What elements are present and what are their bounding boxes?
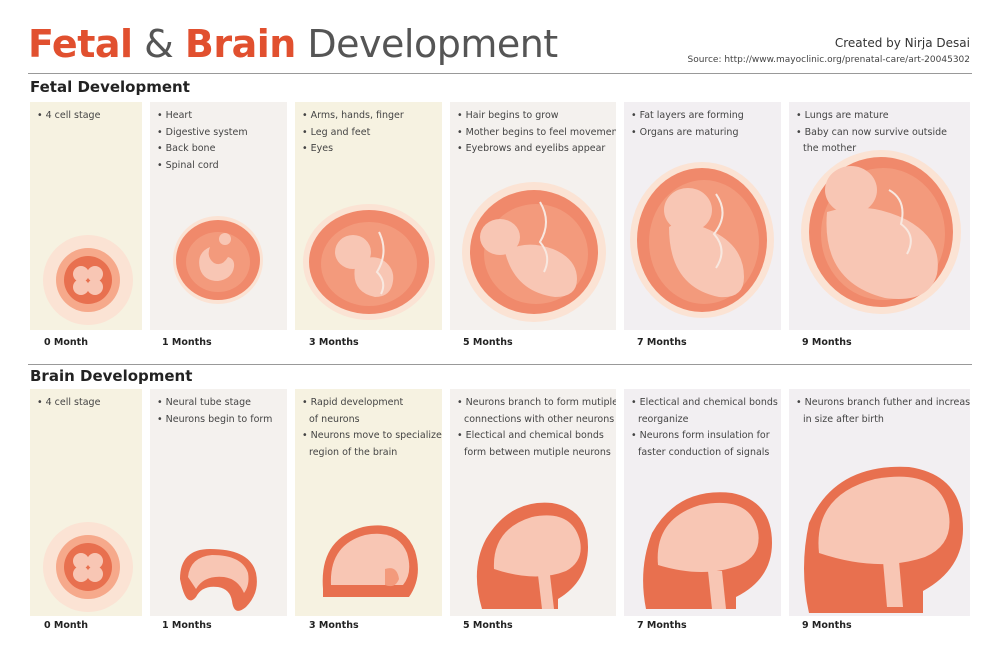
brain-label-4: 7 Months [637, 620, 687, 631]
fetal-panel-1: • Heart • Digestive system • Back bone •… [150, 102, 287, 330]
fetal-bullets-2: • Arms, hands, finger • Leg and feet • E… [302, 110, 404, 154]
brain-panel-2: • Rapid development of neurons • Neurons… [295, 389, 442, 616]
brain-7-months-illustration [643, 492, 772, 609]
brain-label-3: 5 Months [463, 620, 513, 631]
middle-rule [28, 364, 972, 365]
fetal-label-3: 5 Months [463, 337, 513, 348]
fetal-panel-3: • Hair begins to grow • Mother begins to… [450, 102, 616, 330]
brain-bullets-3: • Neurons branch to form mutiple connect… [457, 397, 616, 458]
brain-cell-cluster-illustration [43, 522, 133, 612]
fetal-label-2: 3 Months [309, 337, 359, 348]
brain-3-months-illustration [322, 525, 418, 597]
brain-bullets-4: • Electical and chemical bonds reorganiz… [631, 397, 778, 458]
page-title: Fetal & Brain Development [28, 22, 558, 66]
fetal-panel-0: • 4 cell stage [30, 102, 142, 330]
fetal-panel-2: • Arms, hands, finger • Leg and feet • E… [295, 102, 442, 330]
brain-bullets-2: • Rapid development of neurons • Neurons… [302, 397, 442, 458]
fetus-7-months-illustration [630, 162, 774, 318]
brain-panel-4: • Electical and chemical bonds reorganiz… [624, 389, 781, 616]
brain-label-5: 9 Months [802, 620, 852, 631]
brain-label-1: 1 Months [162, 620, 212, 631]
credit-text: Created by Nirja Desai [834, 36, 970, 50]
fetal-label-0: 0 Month [44, 337, 88, 348]
title-ampersand: & [144, 22, 174, 66]
brain-bullets-1: • Neural tube stage • Neurons begin to f… [157, 397, 273, 425]
source-text: Source: http://www.mayoclinic.org/prenat… [687, 55, 970, 65]
neural-tube-illustration [180, 549, 257, 611]
fetus-5-months-illustration [462, 182, 606, 322]
title-development: Development [307, 22, 558, 66]
fetal-panel-5: • Lungs are mature • Baby can now surviv… [789, 102, 970, 330]
title-brain: Brain [184, 22, 296, 66]
fetal-bullets-4: • Fat layers are forming • Organs are ma… [631, 110, 744, 138]
brain-label-0: 0 Month [44, 620, 88, 631]
brain-bullets-0: • 4 cell stage [37, 397, 101, 408]
brain-panel-3: • Neurons branch to form mutiple connect… [450, 389, 616, 616]
cell-cluster-illustration [43, 235, 133, 325]
brain-label-2: 3 Months [309, 620, 359, 631]
brain-panel-5: • Neurons branch futher and increase in … [789, 389, 970, 616]
fetal-panel-4: • Fat layers are forming • Organs are ma… [624, 102, 781, 330]
brain-section-title: Brain Development [30, 367, 193, 385]
fetal-bullets-5: • Lungs are mature • Baby can now surviv… [796, 110, 947, 154]
fetus-9-months-illustration [801, 150, 961, 314]
fetal-label-5: 9 Months [802, 337, 852, 348]
brain-bullets-5: • Neurons branch futher and increase in … [796, 397, 970, 425]
fetal-label-4: 7 Months [637, 337, 687, 348]
brain-9-months-illustration [804, 466, 963, 613]
fetal-bullets-3: • Hair begins to grow • Mother begins to… [457, 110, 616, 154]
fetal-bullets-1: • Heart • Digestive system • Back bone •… [157, 110, 248, 171]
embryo-1-month-illustration [173, 216, 263, 304]
fetus-3-months-illustration [303, 204, 435, 320]
title-fetal: Fetal [28, 22, 133, 66]
fetal-bullets-0: • 4 cell stage [37, 110, 101, 121]
brain-panel-0: • 4 cell stage [30, 389, 142, 616]
fetal-section-title: Fetal Development [30, 78, 190, 96]
brain-panel-1: • Neural tube stage • Neurons begin to f… [150, 389, 287, 616]
fetal-label-1: 1 Months [162, 337, 212, 348]
brain-5-months-illustration [476, 502, 588, 609]
top-rule [28, 73, 972, 74]
